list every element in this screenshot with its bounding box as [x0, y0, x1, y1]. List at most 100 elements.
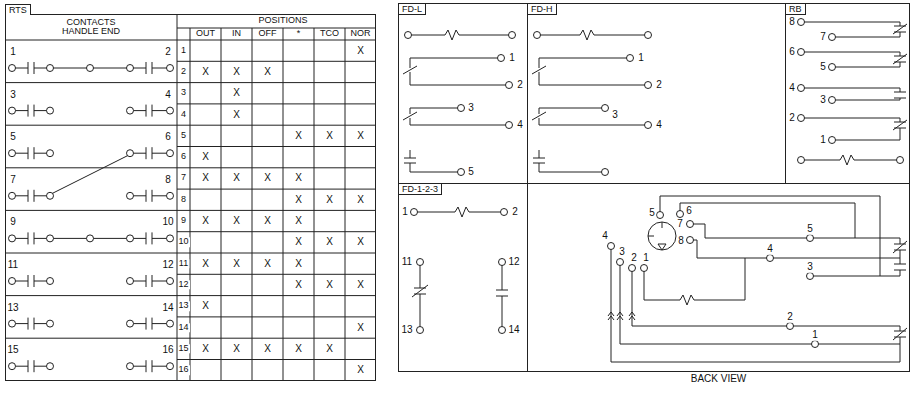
row-number: 15	[177, 344, 189, 353]
terminal-number: 4	[601, 231, 609, 242]
table-cell: X	[356, 131, 365, 142]
terminal-number: 5	[467, 167, 475, 178]
table-cell: X	[232, 67, 241, 78]
terminal-number: 13	[400, 325, 413, 336]
table-cell: X	[294, 195, 303, 206]
terminal-number: 16	[161, 345, 174, 356]
terminal-number: 3	[9, 89, 17, 100]
table-cell: X	[201, 301, 210, 312]
row-number: 8	[180, 195, 187, 204]
row-number: 10	[177, 238, 189, 247]
switch-back-view-wiring	[608, 196, 908, 362]
terminal-number: 1	[811, 330, 819, 341]
table-cell: X	[232, 344, 241, 355]
terminal-number: 2	[164, 47, 172, 58]
terminal-number: 13	[6, 302, 19, 313]
terminal-number: 6	[788, 47, 796, 58]
row-number: 16	[177, 365, 189, 374]
terminal-number: 14	[161, 302, 174, 313]
panel-title: FD-H	[528, 4, 557, 15]
table-cell: X	[356, 365, 365, 376]
terminal-number: 2	[511, 207, 519, 218]
table-cell: X	[325, 237, 334, 248]
table-cell: X	[356, 237, 365, 248]
terminal-number: 15	[6, 345, 19, 356]
terminal-number: 8	[788, 17, 796, 28]
terminal-number: 6	[164, 132, 172, 143]
relay-wiring	[411, 207, 509, 334]
column-header: OFF	[258, 29, 278, 38]
terminal-number: 1	[637, 53, 645, 64]
contact-symbols	[9, 62, 174, 372]
column-header: OUT	[195, 29, 216, 38]
terminal-number: 9	[9, 217, 17, 228]
table-grid	[5, 14, 376, 381]
terminal-number: 2	[788, 113, 796, 124]
table-cell: X	[356, 45, 365, 56]
table-cell: X	[201, 152, 210, 163]
table-cell: X	[294, 216, 303, 227]
terminal-number: 4	[655, 120, 663, 131]
terminal-number: 2	[630, 253, 638, 264]
table-cell: X	[263, 173, 272, 184]
terminal-number: 11	[401, 257, 413, 268]
row-number: 3	[180, 89, 187, 98]
relay-wiring	[532, 30, 652, 176]
terminal-number: 3	[618, 247, 626, 258]
table-cell: X	[325, 344, 334, 355]
terminal-number: 14	[507, 325, 520, 336]
terminal-number: 1	[401, 207, 409, 218]
table-cell: X	[232, 258, 241, 269]
terminal-number: 4	[164, 89, 172, 100]
row-number: 4	[180, 110, 187, 119]
terminal-number: 1	[642, 253, 650, 264]
relay-wiring	[798, 19, 908, 166]
table-cell: X	[294, 258, 303, 269]
terminal-number: 7	[819, 32, 827, 43]
terminal-number: 4	[788, 83, 796, 94]
table-cell: X	[294, 280, 303, 291]
terminal-number: 8	[164, 175, 172, 186]
terminal-number: 4	[766, 244, 774, 255]
table-cell: X	[325, 280, 334, 291]
table-cell: X	[294, 237, 303, 248]
column-header: *	[296, 29, 302, 38]
terminal-number: 5	[9, 132, 17, 143]
row-number: 6	[180, 152, 187, 161]
terminal-number: 5	[819, 62, 827, 73]
terminal-number: 5	[648, 208, 656, 219]
table-cell: X	[356, 195, 365, 206]
table-cell: X	[325, 131, 334, 142]
table-cell: X	[201, 344, 210, 355]
panel-title: RTS	[5, 4, 31, 15]
table-cell: X	[294, 173, 303, 184]
table-cell: X	[201, 216, 210, 227]
table-cell: X	[356, 322, 365, 333]
column-header: POSITIONS	[257, 16, 308, 25]
panel-title: BACK VIEW	[689, 374, 749, 384]
table-cell: X	[294, 131, 303, 142]
row-number: 5	[180, 131, 187, 140]
table-cell: X	[232, 216, 241, 227]
row-number: 11	[178, 259, 189, 268]
table-cell: X	[232, 109, 241, 120]
relay-wiring	[403, 30, 516, 176]
table-cell: X	[294, 344, 303, 355]
panel: FD-H	[527, 3, 786, 184]
row-number: 12	[177, 280, 189, 289]
terminal-number: 4	[516, 120, 524, 131]
terminal-number: 7	[9, 175, 17, 186]
terminal-number: 10	[161, 217, 174, 228]
terminal-number: 5	[806, 224, 814, 235]
table-cell: X	[263, 344, 272, 355]
table-cell: X	[201, 67, 210, 78]
panel: RTS	[5, 14, 376, 381]
terminal-number: 11	[7, 260, 19, 271]
column-header: CONTACTS HANDLE END	[55, 18, 127, 37]
table-cell: X	[325, 195, 334, 206]
row-number: 14	[177, 323, 189, 332]
terminal-number: 12	[161, 260, 174, 271]
row-number: 2	[180, 67, 187, 76]
